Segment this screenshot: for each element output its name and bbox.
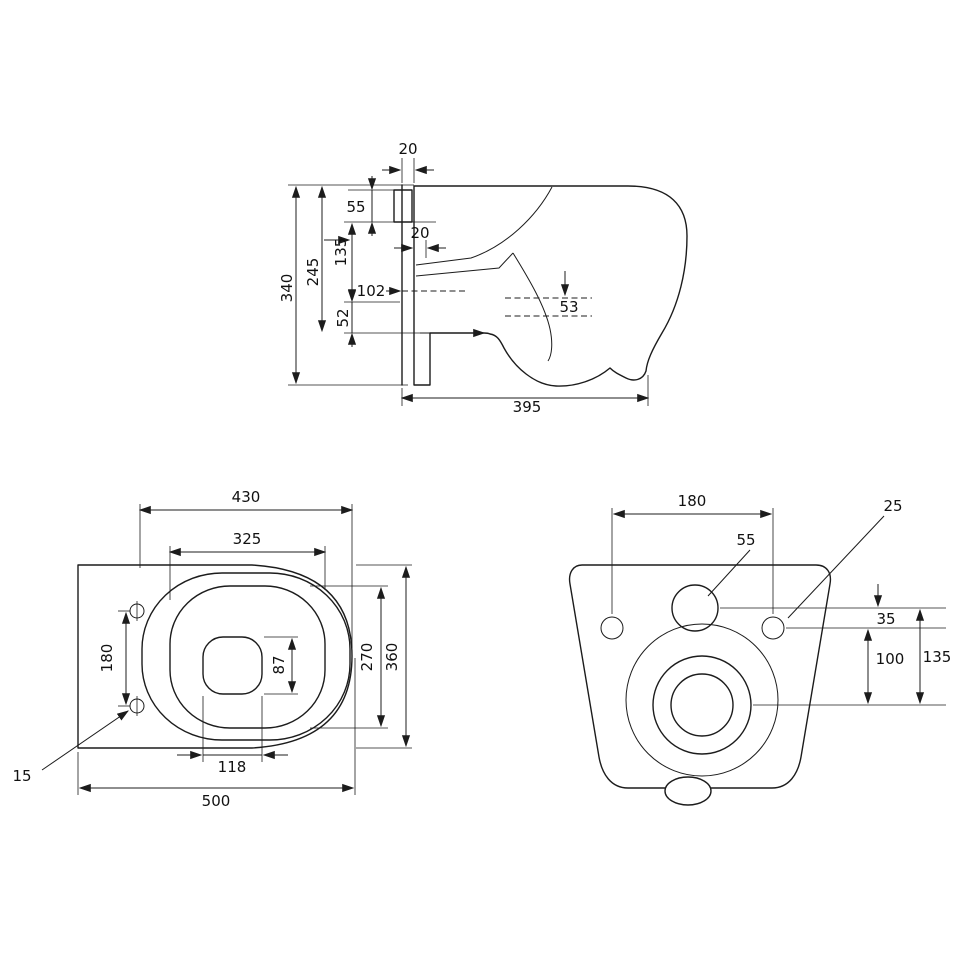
dim-inlet-to-drain-label: 135	[923, 648, 952, 666]
dim-rim-length-label: 325	[233, 530, 262, 548]
top-view: 430 325 180 87 270 360 118 500 15	[12, 488, 412, 810]
fixing-bracket	[393, 189, 413, 223]
plan-extension-lines	[77, 504, 412, 795]
dim-lower-height-label: 52	[334, 308, 352, 327]
side-extension-lines	[288, 158, 649, 406]
dim-hole-spacing-label: 180	[98, 644, 116, 673]
dim-outlet-center-label: 102	[357, 282, 386, 300]
drain-inner-circle	[670, 673, 734, 737]
rim-outline	[169, 585, 326, 729]
water-inlet-hole	[671, 584, 719, 632]
dim-total-depth-label: 500	[202, 792, 231, 810]
seat-outline	[141, 572, 351, 741]
inner-bowl-front-line	[512, 252, 553, 362]
dim-fix-hole-diameter-label: 25	[883, 497, 902, 515]
side-body-outline	[413, 185, 688, 387]
dim-inlet-to-hole-label: 35	[876, 610, 895, 628]
dim-hole-to-drain-label: 100	[876, 650, 905, 668]
dim-water-length-label: 118	[218, 758, 247, 776]
dim-bracket-height-label: 55	[346, 198, 365, 216]
dim-body-width-label: 360	[383, 643, 401, 672]
side-view: 20 55 135 20 102 52 245 340 53 395	[278, 140, 688, 416]
dim-wall-gap-inner-label: 20	[410, 224, 429, 242]
bottom-tab	[664, 776, 712, 806]
dim-box-height-label: 245	[304, 258, 322, 287]
inner-bowl-back-line	[415, 186, 553, 266]
rim-channel-line	[415, 252, 514, 277]
fixing-hole-right	[761, 616, 785, 640]
dim-seat-length-label: 430	[232, 488, 261, 506]
dim-inlet-diameter-label: 55	[736, 531, 755, 549]
dim-rear-hole-spacing-label: 180	[678, 492, 707, 510]
dim-wall-gap-top-label: 20	[398, 140, 417, 158]
plan-body-outline	[77, 564, 353, 749]
dim-water-width-label: 87	[270, 655, 288, 674]
dim-mid-height-label: 135	[332, 238, 350, 267]
side-dimension-lines	[291, 165, 650, 403]
dim-rim-width-label: 270	[358, 643, 376, 672]
rear-dimension-lines	[612, 509, 925, 705]
bowl-projection-circle	[625, 623, 779, 777]
dim-hole-diameter-label: 15	[12, 767, 31, 785]
fixing-hole-left	[600, 616, 624, 640]
drain-outer-circle	[652, 655, 752, 755]
rear-view: 180 25 55 35 100 135	[568, 492, 952, 806]
dim-bottom-depth-label: 395	[513, 398, 542, 416]
dim-seat-offset-label: 53	[559, 298, 578, 316]
plan-dimension-lines	[41, 505, 411, 793]
water-surface-outline	[202, 636, 263, 695]
dim-total-height-label: 340	[278, 274, 296, 303]
